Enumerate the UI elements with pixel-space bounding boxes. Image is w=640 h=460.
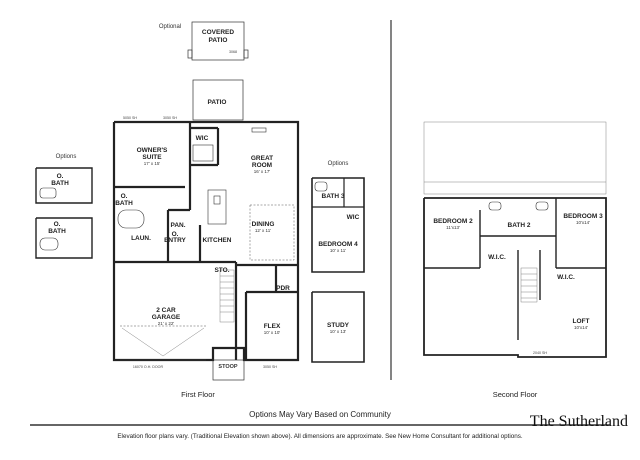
great-room-label-1: GREAT <box>251 155 273 162</box>
stoop-label: STOOP <box>218 364 237 370</box>
bath3-label: BATH 3 <box>322 193 345 200</box>
pantry-label: PAN. <box>170 222 185 229</box>
loft-label: LOFT <box>573 318 590 325</box>
middle-options: Options BATH 3 WIC BEDROOM 4 10' x 11' S… <box>311 161 365 363</box>
entry-label-2: ENTRY <box>164 237 186 244</box>
dining-label: DINING <box>252 221 275 228</box>
patio-door-code: 3068 <box>229 50 237 54</box>
owners-suite-label-2: SUITE <box>142 154 162 161</box>
o-bath-label-2: BATH <box>115 200 133 207</box>
bedroom2-label: BEDROOM 2 <box>433 218 473 225</box>
entry-label-1: O. <box>172 231 179 238</box>
opt-o-bath-1-l2: BATH <box>51 180 69 187</box>
garage-label-2: GARAGE <box>152 314 181 321</box>
wic3-label: W.I.C. <box>557 274 575 281</box>
owners-suite-label-1: OWNER'S <box>137 147 168 154</box>
optional-covered-patio: Optional COVERED PATIO 3068 <box>159 21 249 61</box>
opt-o-bath-2-l1: O. <box>54 221 61 228</box>
garage-label-1: 2 CAR <box>156 307 176 314</box>
window-code-2: 3050 SH <box>163 116 177 120</box>
optional-label: Optional <box>159 24 181 30</box>
left-options: Options O. BATH O. BATH <box>35 154 93 259</box>
owners-suite-dim: 17' x 15' <box>144 161 161 166</box>
patio-label: PATIO <box>208 99 227 106</box>
covered-patio-label-2: PATIO <box>209 37 228 44</box>
window-code-1: 5050 SH <box>123 116 137 120</box>
garage-door-code: 16070 O.H. DOOR <box>133 365 164 369</box>
bedroom3-label: BEDROOM 3 <box>563 213 603 220</box>
second-floor-caption: Second Floor <box>493 390 538 399</box>
study-dim: 10' x 13' <box>330 329 347 334</box>
second-floor-plan: BEDROOM 2 11'x13' BATH 2 BEDROOM 3 10'x1… <box>423 121 607 358</box>
laundry-label: LAUN. <box>131 235 151 242</box>
bedroom2-dim: 11'x13' <box>446 225 460 230</box>
options-left-label: Options <box>56 154 77 160</box>
storage-label: STO. <box>214 267 229 274</box>
dining-dim: 12' x 11' <box>255 228 271 233</box>
first-floor-plan: STOOP OWNER'S SUITE 17' x 15' WIC GREAT <box>112 116 300 381</box>
covered-patio-label-1: COVERED <box>202 29 234 36</box>
bath2-label: BATH 2 <box>508 222 531 229</box>
bedroom4-dim: 10' x 11' <box>330 248 346 253</box>
flex-dim: 10' x 10' <box>264 330 281 335</box>
o-bath-label-1: O. <box>121 193 128 200</box>
bedroom3-dim: 10'x14' <box>576 220 590 225</box>
wic-opt-label: WIC <box>347 214 360 221</box>
options-vary-note: Options May Vary Based on Community <box>249 410 391 419</box>
window-code-upper: 2040 SH <box>533 351 547 355</box>
window-code-3: 3050 SH <box>263 365 277 369</box>
kitchen-label: KITCHEN <box>203 237 232 244</box>
first-floor-caption: First Floor <box>181 390 215 399</box>
wic-label: WIC <box>196 135 209 142</box>
bedroom4-label: BEDROOM 4 <box>318 241 358 248</box>
opt-o-bath-2-l2: BATH <box>48 228 66 235</box>
plan-title: The Sutherland <box>529 413 628 430</box>
flex-label: FLEX <box>264 323 281 330</box>
study-label: STUDY <box>327 322 350 329</box>
loft-dim: 10'x14' <box>574 325 588 330</box>
great-room-label-2: ROOM <box>252 162 272 169</box>
opt-o-bath-1-l1: O. <box>57 173 64 180</box>
powder-label: PDR <box>276 285 290 292</box>
garage-dim: 21' x 22' <box>158 321 175 326</box>
great-room-dim: 16' x 17' <box>254 169 271 174</box>
options-mid-label: Options <box>328 161 349 167</box>
wic2-label: W.I.C. <box>488 254 506 261</box>
footer-note: Elevation floor plans vary. (Traditional… <box>117 433 523 440</box>
patio: PATIO <box>192 79 244 121</box>
